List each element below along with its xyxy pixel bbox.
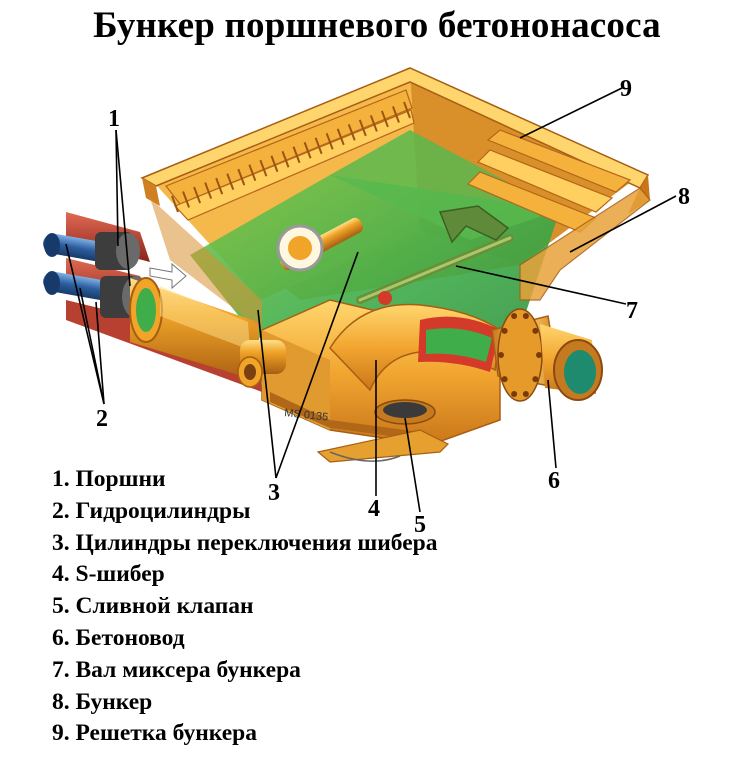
- callout-lines: [65, 87, 677, 513]
- grate-bar: [193, 186, 202, 204]
- flange-bolt: [522, 313, 529, 320]
- grate-bar: [314, 137, 323, 155]
- flange-bolt: [511, 390, 518, 397]
- grate-bar: [248, 164, 257, 182]
- callout-4: 4: [368, 496, 380, 522]
- callout-9: 9: [620, 76, 632, 102]
- grate-bar: [380, 110, 389, 128]
- legend-item-6: 6. Бетоновод: [52, 624, 185, 651]
- legend-item-2: 2. Гидроцилиндры: [52, 497, 251, 524]
- grate-bar: [403, 101, 411, 119]
- grate-bar: [215, 177, 224, 195]
- legend-item-9: 9. Решетка бункера: [52, 720, 257, 747]
- callout-7: 7: [626, 298, 638, 324]
- grate-bar: [270, 155, 279, 173]
- grate-bar: [226, 173, 235, 190]
- flange-bolt: [532, 327, 539, 334]
- model-stamp: MS 0135: [284, 407, 329, 424]
- legend-item-1: 1. Поршни: [52, 466, 166, 492]
- grate-bar: [259, 159, 268, 177]
- mixer-shaft: [356, 205, 514, 305]
- grate-bars: [171, 101, 411, 213]
- callout-3: 3: [268, 480, 280, 506]
- grate-bar: [369, 115, 378, 132]
- legend-item-3: 3. Цилиндры переключения шибера: [52, 529, 438, 556]
- callout-5: 5: [414, 512, 426, 538]
- grate-bar: [325, 132, 334, 150]
- delivery-line: [491, 308, 603, 402]
- grate-bar: [204, 182, 213, 199]
- flange-bolt: [501, 376, 508, 383]
- concrete-cylinder: [129, 277, 262, 382]
- grate-bar: [358, 119, 367, 137]
- callout-2: 2: [96, 406, 108, 432]
- grate-bar: [182, 191, 190, 208]
- legend-item-7: 7. Вал миксера бункера: [52, 656, 301, 683]
- flange-bolt: [501, 327, 508, 334]
- callout-6: 6: [548, 468, 560, 494]
- callout-8: 8: [678, 184, 690, 210]
- flange-bolt: [511, 313, 518, 320]
- s-valve: [329, 303, 501, 392]
- flange-bolts: [498, 313, 542, 397]
- legend-item-5: 5. Сливной клапан: [52, 593, 254, 620]
- grate-bar: [303, 141, 312, 159]
- page-title: Бункер поршневого бетононасоса: [93, 5, 661, 46]
- grate-bar: [336, 128, 345, 146]
- flange-bolt: [498, 352, 504, 358]
- grate-bar: [392, 106, 400, 123]
- hopper-grate-right: [466, 129, 632, 233]
- grate-bar: [237, 168, 246, 186]
- grate-bar: [281, 150, 290, 168]
- grate-bar: [292, 146, 301, 164]
- legend-list: 1. Поршни 2. Гидроцилиндры 3. Цилиндры п…: [52, 464, 437, 750]
- legend-item-4: 4. S-шибер: [52, 561, 165, 588]
- legend-item-8: 8. Бункер: [52, 688, 153, 715]
- flange-bolt: [532, 376, 539, 383]
- grate-bar: [347, 124, 356, 141]
- callout-1: 1: [108, 106, 120, 132]
- flange-bolt: [522, 390, 529, 397]
- grate-bar: [171, 195, 179, 213]
- flange-bolt: [536, 352, 542, 358]
- callout-numbers: 1 2 3 4 5 6 7 8 9: [96, 76, 690, 538]
